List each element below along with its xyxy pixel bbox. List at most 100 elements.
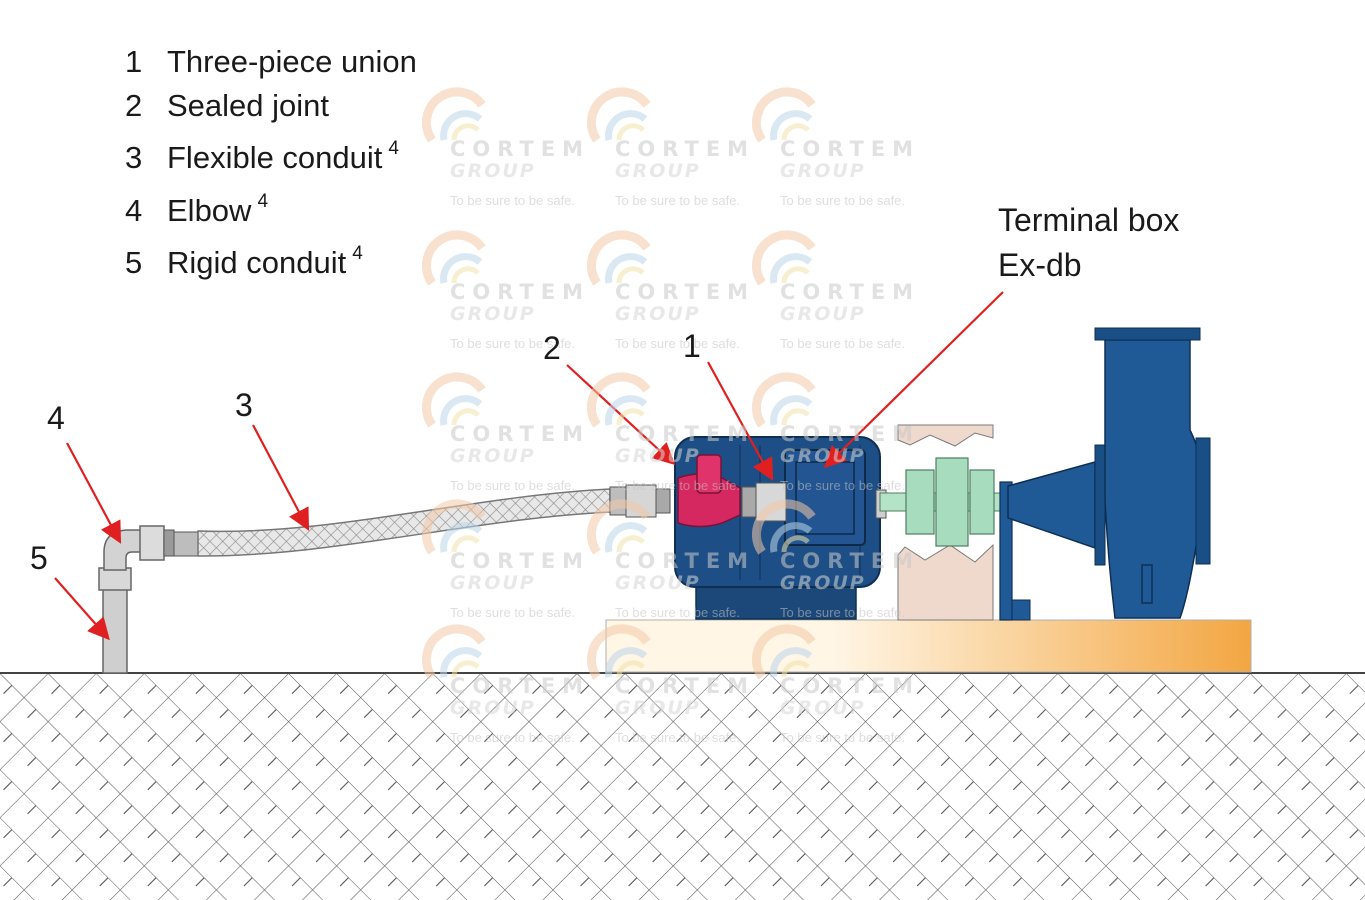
watermark-group: GROUP <box>615 303 701 325</box>
legend-number: 1 <box>125 44 143 79</box>
arrow-4 <box>66 442 122 544</box>
watermark-tagline: To be sure to be safe. <box>780 193 906 208</box>
watermark-swirl-icon <box>422 624 486 680</box>
watermark-swirl-icon <box>422 87 486 143</box>
watermark-group: GROUP <box>780 697 866 719</box>
watermark-group: GROUP <box>450 160 536 182</box>
watermark-group: GROUP <box>615 697 701 719</box>
watermark-name: CORTEM <box>780 137 921 161</box>
watermark-swirl-icon <box>587 372 651 428</box>
watermark-group: GROUP <box>780 303 866 325</box>
coupling-guard <box>897 424 994 621</box>
legend-footnote: 4 <box>388 138 399 159</box>
watermark-name: CORTEM <box>450 422 591 446</box>
watermark-swirl-icon <box>752 624 816 680</box>
callout-5: 5 <box>30 540 48 576</box>
watermark-tagline: To be sure to be safe. <box>780 730 906 745</box>
watermark-tagline: To be sure to be safe. <box>615 605 741 620</box>
watermark-group: GROUP <box>450 572 536 594</box>
watermark-group: GROUP <box>780 160 866 182</box>
watermark-name: CORTEM <box>450 280 591 304</box>
watermark-name: CORTEM <box>780 422 921 446</box>
terminal-box-label-line2: Ex-db <box>998 247 1082 283</box>
callout-2: 2 <box>543 330 561 366</box>
watermark-swirl-icon <box>752 372 816 428</box>
watermark-swirl-icon <box>422 372 486 428</box>
watermark-group: GROUP <box>450 303 536 325</box>
legend-label: Three-piece union <box>167 44 417 79</box>
watermark-swirl-icon <box>422 230 486 286</box>
watermark-name: CORTEM <box>450 674 591 698</box>
watermark-tagline: To be sure to be safe. <box>615 193 741 208</box>
watermark-group: GROUP <box>615 160 701 182</box>
watermark-name: CORTEM <box>615 549 756 573</box>
base-plate <box>605 619 1252 673</box>
watermark-swirl-icon <box>752 499 816 555</box>
watermark-swirl-icon <box>752 87 816 143</box>
watermark-name: CORTEM <box>780 674 921 698</box>
watermark-name: CORTEM <box>615 422 756 446</box>
watermark-tagline: To be sure to be safe. <box>780 478 906 493</box>
coupling <box>879 457 1006 547</box>
watermark-group: GROUP <box>615 445 701 467</box>
watermark-swirl-icon <box>422 499 486 555</box>
watermark-name: CORTEM <box>780 280 921 304</box>
legend-footnote: 4 <box>352 243 363 264</box>
watermark-tagline: To be sure to be safe. <box>450 605 576 620</box>
pump <box>999 327 1211 621</box>
legend-number: 4 <box>125 192 143 228</box>
watermark-tagline: To be sure to be safe. <box>615 730 741 745</box>
arrow-terminal-box <box>823 291 1004 469</box>
legend-label: Flexible conduit <box>167 140 383 175</box>
watermark-group: GROUP <box>450 445 536 467</box>
sealed-joint <box>677 454 741 528</box>
arrow-2 <box>566 364 676 465</box>
legend-label: Rigid conduit <box>167 245 347 280</box>
terminal-box-label: Terminal box Ex-db <box>998 198 1179 288</box>
watermark-tagline: To be sure to be safe. <box>780 336 906 351</box>
callout-3: 3 <box>235 387 253 423</box>
watermark-tagline: To be sure to be safe. <box>450 193 576 208</box>
watermark-swirl-icon <box>587 230 651 286</box>
watermark-tagline: To be sure to be safe. <box>780 605 906 620</box>
legend-label: Elbow <box>167 192 252 228</box>
legend-number: 5 <box>125 245 143 280</box>
watermark-group: GROUP <box>615 572 701 594</box>
watermark-name: CORTEM <box>450 549 591 573</box>
arrow-5 <box>54 577 110 641</box>
watermark-tagline: To be sure to be safe. <box>450 730 576 745</box>
elbow <box>103 525 199 571</box>
callout-1: 1 <box>683 328 701 364</box>
terminal-box-label-line1: Terminal box <box>998 202 1180 238</box>
watermark-swirl-icon <box>587 87 651 143</box>
legend-number: 3 <box>125 140 143 175</box>
watermark-swirl-icon <box>752 230 816 286</box>
watermark-swirl-icon <box>587 499 651 555</box>
legend-item-three-piece-union: 1 Three-piece union <box>125 40 417 84</box>
arrow-3 <box>252 424 310 531</box>
ground-hatch <box>0 673 1365 900</box>
watermark-name: CORTEM <box>615 280 756 304</box>
watermark-group: GROUP <box>450 697 536 719</box>
watermark-name: CORTEM <box>615 674 756 698</box>
callout-4: 4 <box>47 400 65 436</box>
watermark-name: CORTEM <box>615 137 756 161</box>
watermark-name: CORTEM <box>780 549 921 573</box>
watermark-swirl-icon <box>587 624 651 680</box>
watermark-tagline: To be sure to be safe. <box>615 478 741 493</box>
watermark-group: GROUP <box>780 445 866 467</box>
